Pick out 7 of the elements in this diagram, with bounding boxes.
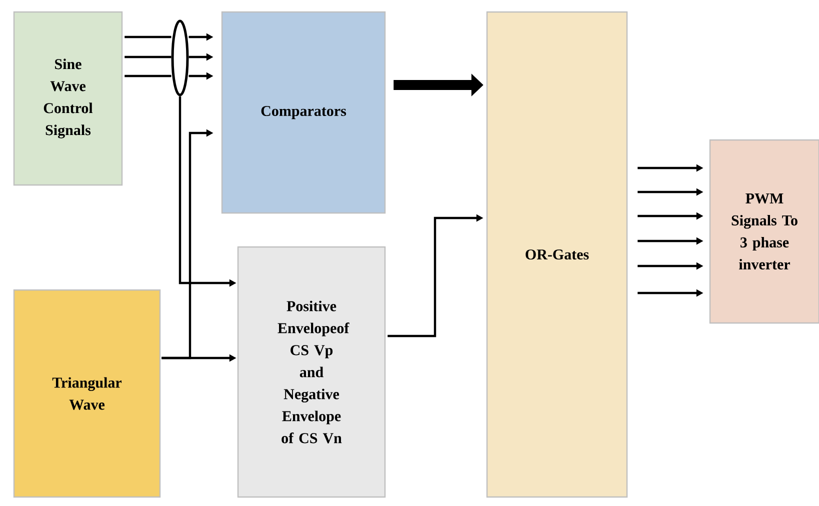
block-box: PWM Signals To 3 phase inverter bbox=[709, 139, 819, 324]
bundle-ellipse bbox=[171, 20, 189, 96]
block-box: Sine Wave Control Signals bbox=[13, 11, 123, 186]
block-box: Comparators bbox=[221, 11, 386, 214]
block-box: Positive Envelopeof CS Vp and Negative Envelope of CS Vn bbox=[237, 246, 386, 498]
block-box: OR-Gates bbox=[486, 11, 628, 498]
block-box: Triangular Wave bbox=[13, 289, 161, 498]
